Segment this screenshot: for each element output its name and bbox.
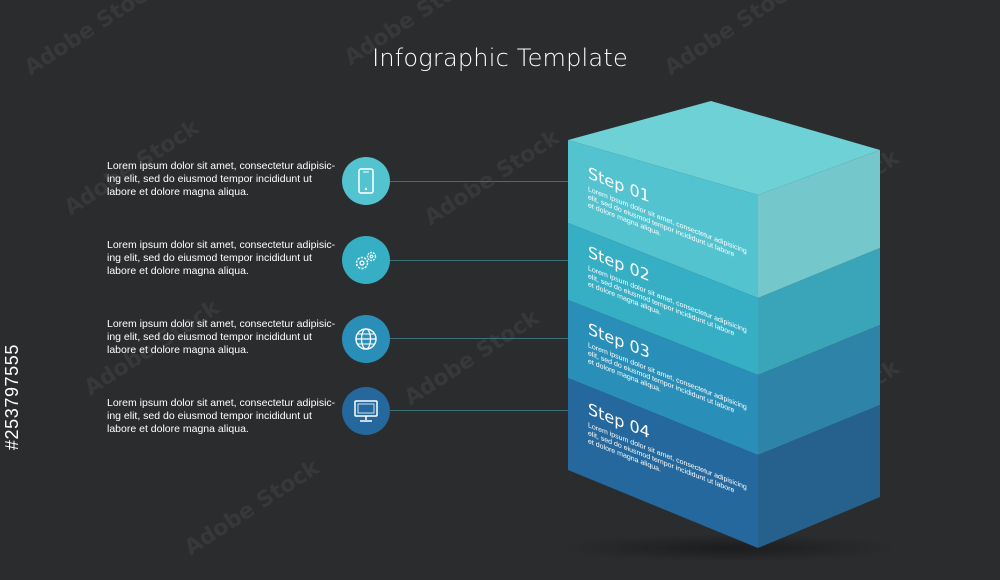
row-4-text: Lorem ipsum dolor sit amet, consectetur … — [107, 397, 337, 436]
monitor-icon — [354, 400, 378, 422]
step-1-icon-circle — [342, 157, 390, 205]
connector-line-3 — [390, 338, 570, 339]
step-3-front-face — [568, 300, 758, 455]
page-title: Infographic Template — [372, 44, 628, 72]
row-4-line-1: Lorem ipsum dolor sit amet, consectetur … — [107, 397, 336, 409]
step-3-icon-circle — [342, 315, 390, 363]
step-4-front-face — [568, 378, 758, 548]
step-3-side-face — [758, 325, 880, 455]
row-1-line-2: ing elit, sed do eiusmod tempor incididu… — [107, 173, 312, 185]
stock-id-label: #253797555 — [2, 344, 22, 451]
row-3-text: Lorem ipsum dolor sit amet, consectetur … — [107, 318, 337, 357]
connector-line-2 — [390, 260, 570, 261]
row-3-line-2: ing elit, sed do eiusmod tempor incididu… — [107, 331, 312, 343]
prism-shadow — [560, 534, 900, 562]
step-1-front-face — [568, 140, 758, 298]
row-1-line-1: Lorem ipsum dolor sit amet, consectetur … — [107, 160, 336, 172]
step-4-icon-circle — [342, 387, 390, 435]
row-1-line-3: labore et dolore magna aliqua. — [107, 186, 249, 198]
row-2-text: Lorem ipsum dolor sit amet, consectetur … — [107, 239, 337, 278]
step-2-side-face — [758, 248, 880, 375]
gears-icon — [355, 251, 377, 270]
step-1-side-face — [758, 150, 880, 298]
row-4-line-2: ing elit, sed do eiusmod tempor incididu… — [107, 410, 312, 422]
row-4-line-3: labore et dolore magna aliqua. — [107, 423, 249, 435]
step-4-side-face — [758, 405, 880, 548]
step-2-front-face — [568, 223, 758, 375]
row-3-line-1: Lorem ipsum dolor sit amet, consectetur … — [107, 318, 336, 330]
step-3-layer — [568, 300, 880, 455]
row-2-line-1: Lorem ipsum dolor sit amet, consectetur … — [107, 239, 336, 251]
step-1-layer — [568, 140, 880, 298]
prism-top-face — [568, 101, 880, 195]
step-2-icon-circle — [342, 236, 390, 284]
connector-line-1 — [390, 181, 570, 182]
globe-icon — [355, 328, 377, 350]
step-2-layer — [568, 223, 880, 375]
row-2-line-3: labore et dolore magna aliqua. — [107, 265, 249, 277]
row-2-line-2: ing elit, sed do eiusmod tempor incididu… — [107, 252, 312, 264]
row-3-line-3: labore et dolore magna aliqua. — [107, 344, 249, 356]
connector-line-4 — [390, 410, 570, 411]
step-4-layer — [568, 378, 880, 548]
smartphone-icon — [358, 168, 374, 194]
row-1-text: Lorem ipsum dolor sit amet, consectetur … — [107, 160, 337, 199]
